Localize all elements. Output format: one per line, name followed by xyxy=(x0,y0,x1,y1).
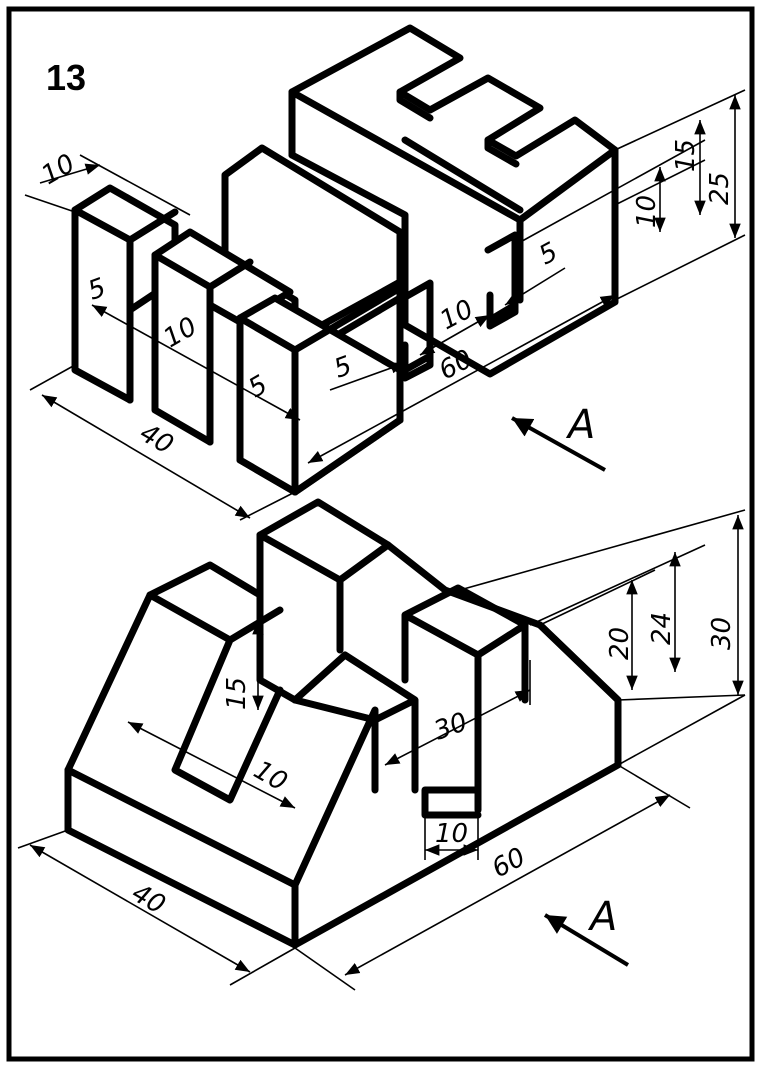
bottom-right-block xyxy=(401,584,529,814)
dim-line-10-slot xyxy=(419,314,491,356)
ext-40-bottom-b xyxy=(229,947,296,986)
frame-border xyxy=(6,6,755,1062)
ext-height-bottom-c xyxy=(539,569,656,626)
ext-40-a xyxy=(29,364,76,391)
top-back-notch xyxy=(396,88,520,168)
dim-line-60-bottom xyxy=(344,794,671,976)
view-arrow-bottom xyxy=(543,913,630,967)
dim-line-40-top xyxy=(41,394,251,519)
dim-line-30-depth xyxy=(384,689,531,766)
bottom-part-drawing: 15 10 30 10 60 40 20 24 30 A xyxy=(17,498,746,991)
dim-line-10-top xyxy=(39,163,101,184)
ext-height-bottom-a xyxy=(459,509,746,591)
ext-height-d xyxy=(514,139,706,246)
top-view-label-A: A xyxy=(565,402,595,448)
dim-line-5-slot xyxy=(329,362,406,391)
ext-60-a xyxy=(294,947,356,991)
ext-40-b xyxy=(239,491,296,521)
bottom-dim-24: 24 xyxy=(647,612,677,645)
ext-height-a xyxy=(614,89,746,151)
top-dim-25-height: 25 xyxy=(705,172,735,205)
top-part-drawing: 10 5 10 5 40 5 60 10 5 10 15 25 A xyxy=(24,24,746,521)
top-dim-10-height: 10 xyxy=(632,195,662,228)
ext-10-top-b xyxy=(79,154,191,216)
bottom-dim-40: 40 xyxy=(127,878,171,921)
ext-10-top-a xyxy=(24,194,76,213)
dim-line-5-10-5 xyxy=(91,304,301,421)
view-arrow-top xyxy=(511,416,606,472)
ext-height-bottom-d xyxy=(617,694,746,701)
bottom-view-label-A: A xyxy=(587,894,617,940)
top-back-block-edges xyxy=(288,88,619,304)
ext-height-bottom-b xyxy=(529,544,706,626)
ext-height-bottom-e xyxy=(617,694,746,766)
bottom-dim-20: 20 xyxy=(605,627,635,660)
ext-60-b xyxy=(617,764,691,809)
dim-line-40-bottom xyxy=(29,844,251,973)
bottom-dim-15: 15 xyxy=(222,677,252,710)
figure-number: 13 xyxy=(46,57,86,98)
top-dim-10-top: 10 xyxy=(37,149,81,192)
bottom-dim-10-slot: 10 xyxy=(435,819,468,849)
dim-line-5-slot2 xyxy=(504,267,566,306)
bottom-right-slope xyxy=(536,621,622,704)
ext-40-bottom-a xyxy=(17,829,69,849)
dim-line-10-slope xyxy=(127,721,296,809)
bottom-dim-30-height: 30 xyxy=(707,617,737,650)
bottom-dim-60: 60 xyxy=(487,842,530,884)
dim-line-60-top xyxy=(307,294,616,464)
top-dim-15-height: 15 xyxy=(671,139,701,172)
ext-height-c xyxy=(614,234,746,301)
